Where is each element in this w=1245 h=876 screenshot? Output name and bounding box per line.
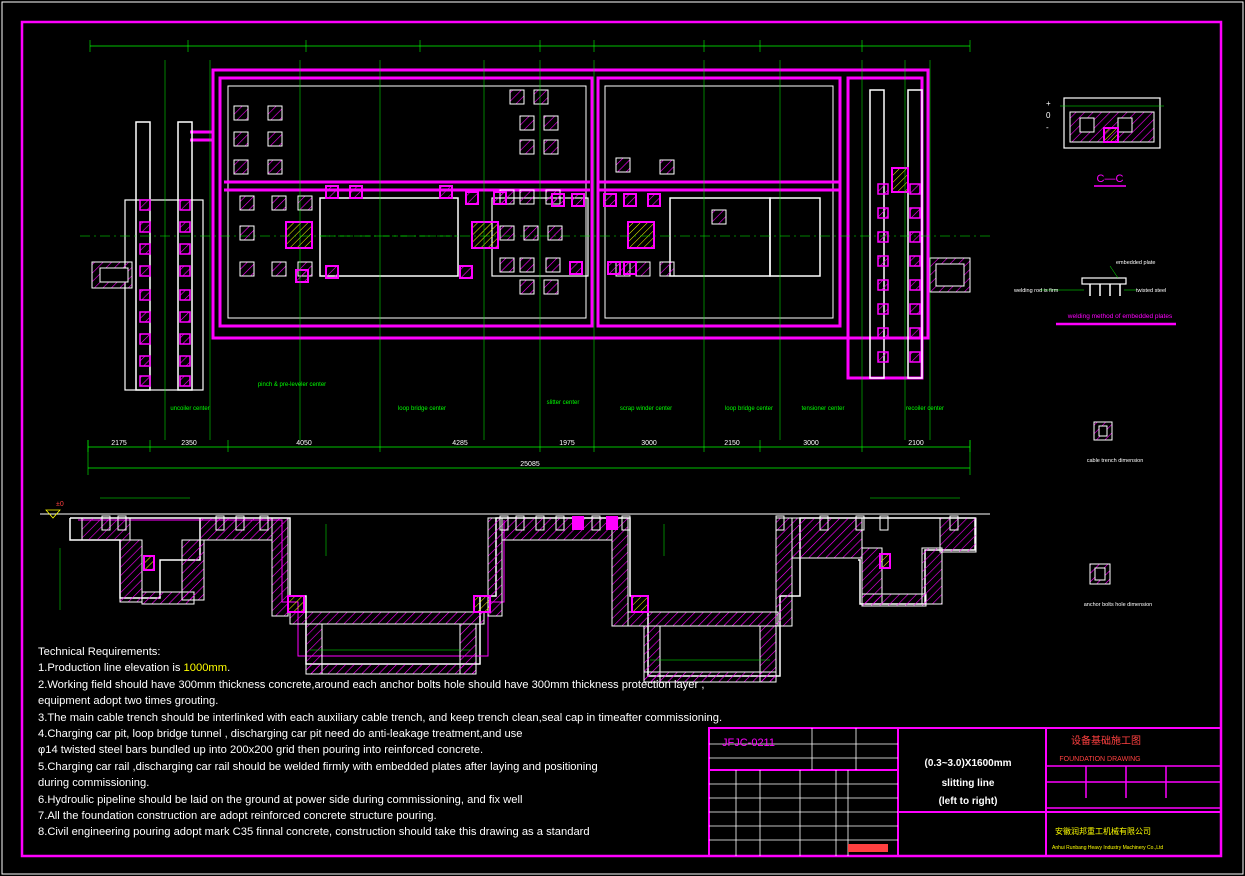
drawing-number: JFJC-0211 <box>722 737 775 749</box>
plan-view: 2175 2350 4050 4285 1975 3000 2150 3000 2100 250… <box>80 40 990 475</box>
technical-requirements: Technical Requirements: 1.Production lin… <box>38 644 758 841</box>
center-label: loop bridge center <box>398 406 446 412</box>
svg-text:twisted steel: twisted steel <box>1136 288 1166 294</box>
center-label: uncoiler center <box>170 406 209 412</box>
dimension-label: 2100 <box>908 440 924 447</box>
svg-text:embedded plate: embedded plate <box>1116 260 1155 266</box>
welding-detail: embedded plate welding rod is firm twist… <box>1013 260 1176 326</box>
title-block: JFJC-0211 (0.3~3.0)X1600mm slitting line… <box>708 727 1222 857</box>
dimension-label: 4050 <box>296 440 312 447</box>
dimension-label: 2175 <box>111 440 127 447</box>
cable-trench-detail: cable trench dimension <box>1087 421 1144 464</box>
requirements-title: Technical Requirements: <box>38 646 161 658</box>
requirement-5b: during commissioning. <box>38 777 150 790</box>
inner-border <box>20 20 1223 858</box>
svg-text:cable trench dimension: cable trench dimension <box>1087 458 1144 464</box>
requirement-4b: φ14 twisted steel bars bundled up into 2… <box>38 744 484 757</box>
requirement-3: 3.The main cable trench should be interl… <box>38 711 723 724</box>
company-cn: 安徽润邦重工机械有限公司 <box>1055 826 1151 836</box>
center-label: slitter center <box>547 400 580 406</box>
requirement-4: 4.Charging car pit, loop bridge tunnel ,… <box>38 728 523 741</box>
center-label: pinch & pre-leveler center <box>258 382 326 388</box>
center-label: loop bridge center <box>725 406 773 412</box>
welding-caption: welding method of embedded plates <box>1067 313 1173 320</box>
level-mark: ±0 <box>56 501 64 508</box>
svg-text:-: - <box>1046 123 1049 132</box>
center-label: scrap winder center <box>620 406 672 412</box>
title-en: FOUNDATION DRAWING <box>1059 756 1140 763</box>
svg-text:welding rod is firm: welding rod is firm <box>1013 288 1059 294</box>
dimension-label: 2150 <box>724 440 740 447</box>
company-en: Anhui Runbang Heavy Industry Machinery C… <box>1052 845 1163 851</box>
product-line-3: (left to right) <box>939 796 998 807</box>
anchor-hole-detail: anchor bolts hole dimension <box>1084 563 1153 608</box>
requirement-5: 5.Charging car rail ,discharging car rai… <box>38 760 598 773</box>
title-cn: 设备基础施工图 <box>1071 734 1141 747</box>
total-dimension: 25085 <box>520 461 540 468</box>
svg-text:0: 0 <box>1046 111 1051 120</box>
section-c-detail: + 0 - C—C <box>1046 97 1164 187</box>
requirement-8: 8.Civil engineering pouring adopt mark C… <box>38 826 590 839</box>
requirement-6: 6.Hydroulic pipeline should be laid on t… <box>38 793 523 806</box>
section-view: ±0 <box>40 497 990 683</box>
center-label: tensioner center <box>801 406 844 412</box>
svg-text:anchor bolts hole dimension: anchor bolts hole dimension <box>1084 602 1153 608</box>
requirement-2b: equipment adopt two times grouting. <box>38 695 219 708</box>
requirement-7: 7.All the foundation construction are ad… <box>38 810 437 823</box>
dimension-label: 1975 <box>559 440 575 447</box>
requirement-1: 1.Production line elevation is 1000mm. <box>38 662 231 675</box>
dimension-label: 3000 <box>803 440 819 447</box>
product-line-2: slitting line <box>942 778 995 789</box>
section-label: C—C <box>1097 173 1124 185</box>
center-label: recoiler center <box>906 406 944 412</box>
dimension-label: 3000 <box>641 440 657 447</box>
dimension-label: 4285 <box>452 440 468 447</box>
requirement-2: 2.Working field should have 300mm thickn… <box>38 678 705 691</box>
svg-text:+: + <box>1046 99 1051 108</box>
dimension-label: 2350 <box>181 440 197 447</box>
product-line-1: (0.3~3.0)X1600mm <box>924 758 1011 769</box>
